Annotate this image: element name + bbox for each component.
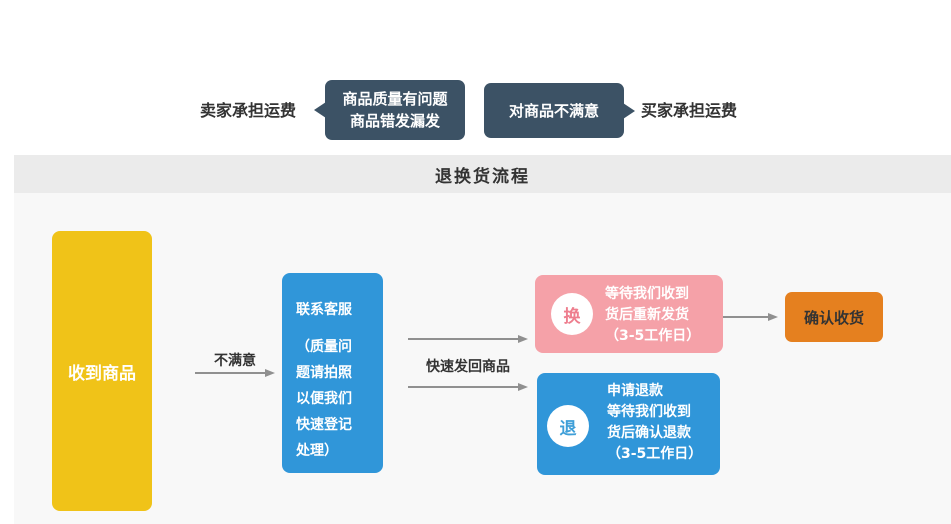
arrow-shaft [723, 316, 769, 318]
exchange-line: （3-5工作日） [605, 328, 701, 344]
confirm-receipt-node: 确认收货 [785, 292, 883, 342]
arrow-head [518, 335, 528, 343]
arrow-head [518, 383, 528, 391]
refund-line: 货后确认退款 [607, 425, 691, 441]
arrow-right-icon [195, 369, 275, 377]
refund-line: （3-5工作日） [607, 446, 703, 462]
confirm-receipt-label: 确认收货 [803, 308, 864, 327]
arrow-head [768, 313, 778, 321]
arrow-shaft [408, 338, 519, 340]
bubble-tail-left-icon [314, 102, 326, 118]
received-goods-label: 收到商品 [68, 363, 136, 384]
refund-node: 退 申请退款 等待我们收到 货后确认退款 （3-5工作日） [537, 373, 720, 475]
exchange-badge: 换 [551, 293, 593, 335]
sendback-arrow-label: 快速发回商品 [426, 359, 510, 375]
bubble-tail-right-icon [623, 102, 635, 119]
flow-section-background [14, 193, 951, 524]
arrow-shaft [195, 372, 266, 374]
unsatisfied-bubble: 对商品不满意 [484, 83, 635, 138]
quality-issue-bubble: 商品质量有问题 商品错发漏发 [314, 80, 465, 140]
received-goods-node: 收到商品 [52, 231, 152, 511]
process-title: 退换货流程 [435, 166, 530, 187]
arrow-head [265, 369, 275, 377]
arrow-right-icon [408, 383, 528, 391]
arrow-right-icon [408, 335, 528, 343]
refund-line: 申请退款 [607, 383, 663, 399]
contact-line: 处理） [296, 443, 338, 459]
contact-service-node: 联系客服 （质量问 题请拍照 以便我们 快速登记 处理） [282, 273, 383, 473]
contact-line: 以便我们 [296, 391, 352, 407]
contact-line: 联系客服 [296, 302, 352, 318]
seller-fee-label: 卖家承担运费 [200, 101, 297, 120]
arrow-shaft [408, 386, 519, 388]
unsatisfied-bubble-text: 对商品不满意 [508, 101, 599, 120]
arrow-right-icon [723, 313, 778, 321]
refund-text: 申请退款 等待我们收到 货后确认退款 （3-5工作日） [607, 381, 702, 465]
buyer-fee-label: 买家承担运费 [641, 101, 738, 120]
refund-line: 等待我们收到 [607, 404, 691, 420]
refund-badge: 退 [547, 405, 589, 447]
unsatisfied-arrow-label: 不满意 [214, 353, 256, 369]
quality-issue-line2: 商品错发漏发 [349, 112, 440, 130]
quality-issue-line1: 商品质量有问题 [342, 90, 448, 108]
exchange-text: 等待我们收到 货后重新发货 （3-5工作日） [605, 284, 700, 347]
process-title-banner: 退换货流程 [14, 155, 951, 193]
exchange-line: 等待我们收到 [605, 286, 689, 302]
contact-line: 快速登记 [296, 417, 352, 433]
exchange-line: 货后重新发货 [605, 307, 689, 323]
contact-line: （质量问 [296, 339, 352, 355]
exchange-node: 换 等待我们收到 货后重新发货 （3-5工作日） [535, 275, 723, 353]
contact-line: 题请拍照 [296, 365, 352, 381]
